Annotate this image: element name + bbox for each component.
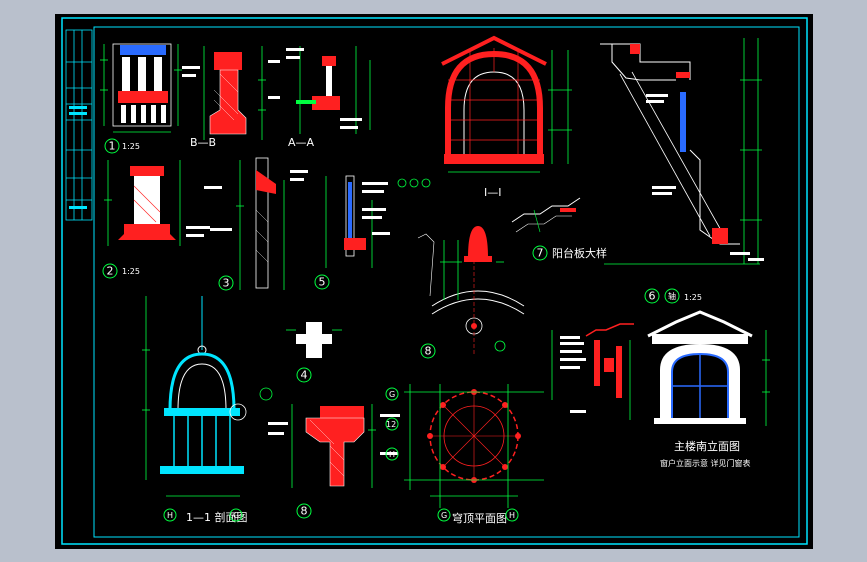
- detail-3-number: 3: [223, 277, 230, 290]
- detail-6-number: 6: [649, 290, 656, 303]
- section-bb: [182, 46, 280, 140]
- detail-8b-number: 8: [301, 505, 308, 518]
- detail-5-marker: [314, 274, 330, 290]
- grid-g-plan: G: [389, 390, 395, 399]
- grid-h-plan-marker: [385, 447, 399, 461]
- grid-h-mid-marker: [505, 508, 519, 522]
- window-title: 主楼南立面图: [674, 439, 740, 453]
- detail-1-marker: [104, 138, 120, 154]
- grid-12: 12: [386, 420, 396, 429]
- grid-h-mid: H: [509, 511, 515, 520]
- detail-8b-capital: [268, 404, 400, 488]
- detail-6-axis-marker: [664, 288, 680, 304]
- grid-h-left-marker: [163, 508, 177, 522]
- detail-4-cross: [286, 322, 342, 358]
- cornice-section: [600, 38, 764, 265]
- grid-g-mid-marker: [437, 508, 451, 522]
- detail-2-column-base: [104, 160, 210, 246]
- dome-section: [142, 296, 273, 497]
- detail-1-scale: 1:25: [122, 142, 140, 151]
- detail-2-number: 2: [107, 265, 114, 278]
- detail-1-number: 1: [109, 140, 116, 153]
- detail-3-marker: [218, 275, 234, 291]
- outer-frame: [61, 17, 808, 545]
- detail-5-number: 5: [319, 276, 326, 289]
- detail-7-stair: [511, 197, 581, 233]
- grid-g-left-marker: [229, 508, 243, 522]
- detail-4-marker: [296, 367, 312, 383]
- detail-8a-marker: [420, 343, 436, 359]
- detail-1-balustrade: [100, 43, 182, 133]
- detail-8-lantern: [417, 226, 525, 356]
- grid-g-left: G: [233, 511, 239, 520]
- inner-frame: [93, 26, 800, 538]
- detail-3-wall: [204, 157, 308, 290]
- grid-g-mid: G: [441, 511, 447, 520]
- section-bb-label: B—B: [190, 136, 216, 149]
- detail-7-number: 7: [537, 247, 544, 260]
- sheet-background: [55, 14, 813, 549]
- window-note: 窗户立面示意 详见门窗表: [660, 458, 751, 468]
- detail-6-scale: 1:25: [684, 293, 702, 302]
- title-strip-text: [69, 106, 87, 209]
- grid-h-left: H: [167, 511, 173, 520]
- detail-6-eave: [551, 323, 634, 420]
- stair-title: 阳台板大样: [552, 246, 607, 260]
- title-strip: [65, 29, 93, 221]
- dome-plan: [404, 384, 544, 508]
- window-elevation: [647, 310, 770, 426]
- detail-2-scale: 1:25: [122, 267, 140, 276]
- detail-4-number: 4: [301, 369, 308, 382]
- detail-8a-number: 8: [425, 345, 432, 358]
- detail-8b-marker: [296, 503, 312, 519]
- detail-6-marker: [644, 288, 660, 304]
- detail-5-parapet: [325, 175, 431, 268]
- detail-6-axis-label: 轴: [668, 291, 676, 301]
- section-ii-label: I—I: [484, 186, 502, 199]
- section-aa: [286, 46, 371, 134]
- section-aa-label: A—A: [288, 136, 315, 149]
- grid-h-plan: H: [389, 450, 395, 459]
- dome-plan-title: 穹顶平面图: [452, 511, 507, 525]
- grid-g-plan-marker: [385, 387, 399, 401]
- detail-7-marker: [532, 245, 548, 261]
- section-11-label: 1—1 剖面图: [186, 510, 248, 524]
- arched-window-section: [441, 35, 572, 173]
- grid-12-marker: [385, 417, 399, 431]
- detail-2-marker: [102, 263, 118, 279]
